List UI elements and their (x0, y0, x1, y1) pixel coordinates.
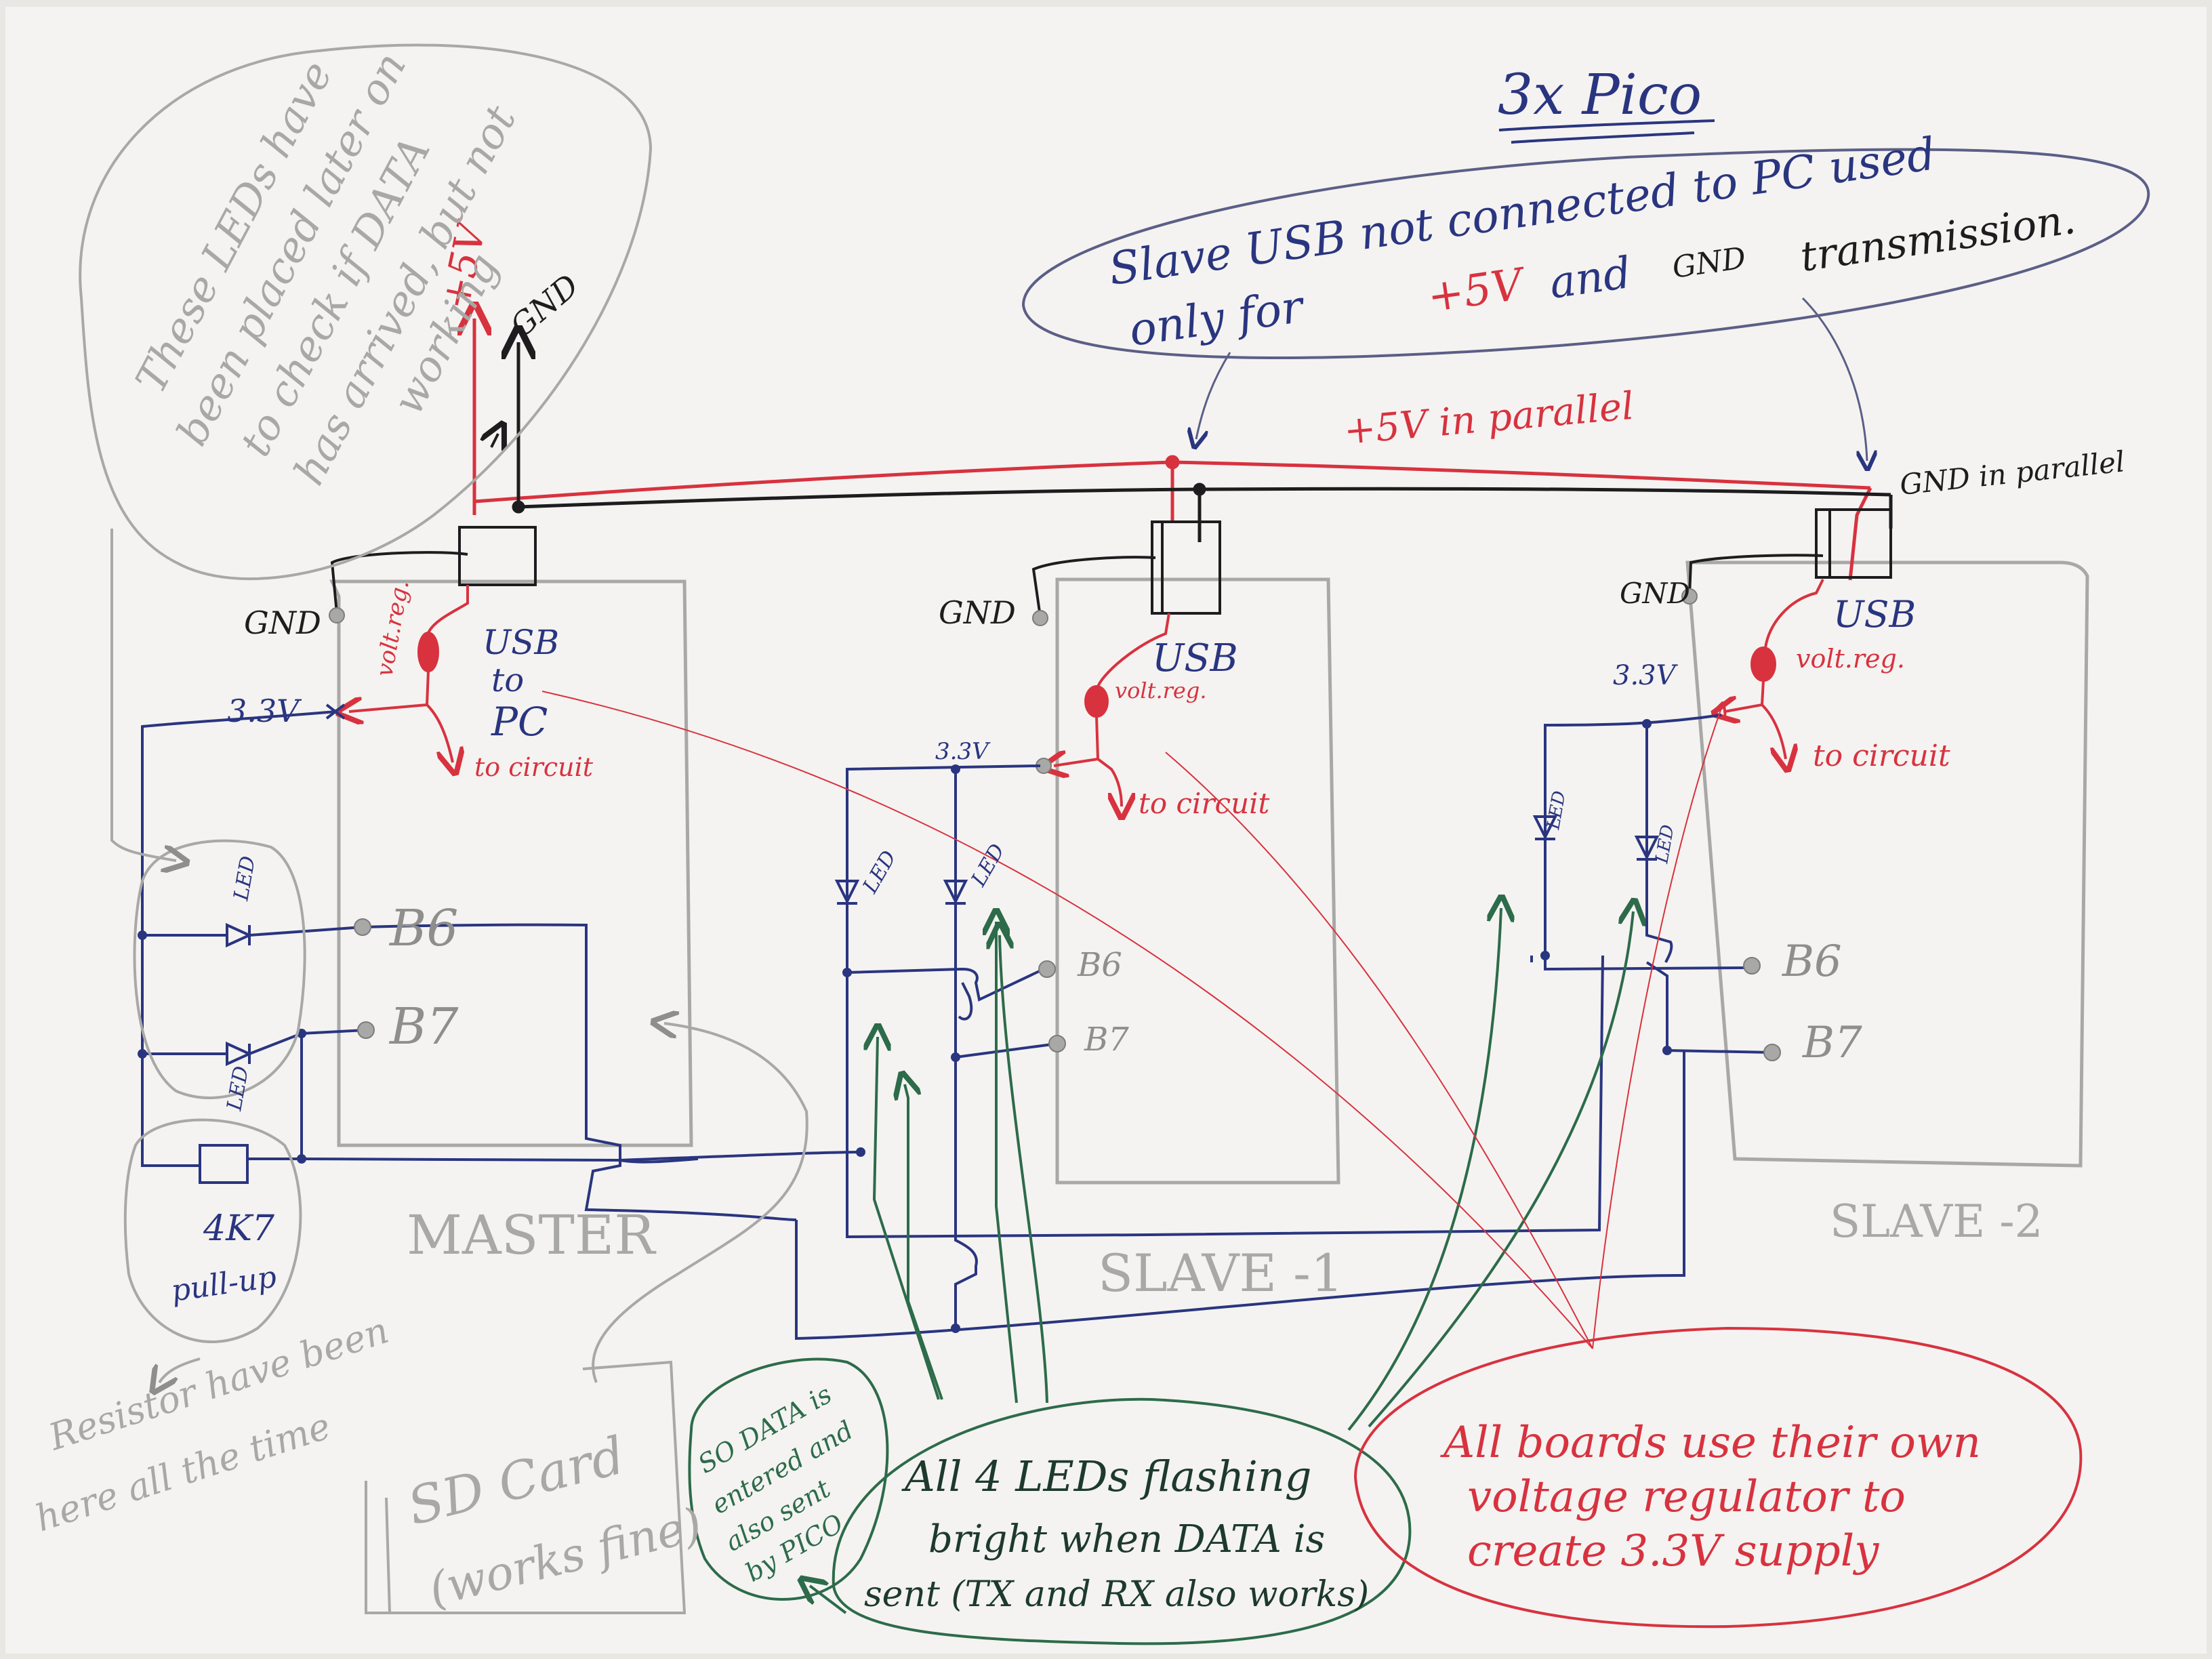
svg-text:create 3.3V supply: create 3.3V supply (1467, 1526, 1879, 1576)
slave1-board-label: SLAVE -1 (1098, 1243, 1343, 1303)
led-cluster-bubble (133, 839, 306, 1099)
slave2-board-outline (1685, 560, 2089, 1168)
slave1-usb-connector (1151, 520, 1221, 615)
svg-text:voltage regulator to: voltage regulator to (1467, 1472, 1906, 1522)
svg-text:sent (TX and RX also works): sent (TX and RX also works) (864, 1574, 1369, 1615)
gnd-leads (330, 551, 1824, 617)
slave1-b7-label: B7 (1084, 1021, 1129, 1059)
slave2-regulator (1750, 647, 1776, 682)
resistor-bubble (123, 1118, 302, 1343)
slave1-v33-label: 3.3V (935, 738, 991, 765)
leds-flashing-note: All 4 LEDs flashing bright when DATA is … (864, 1452, 1369, 1615)
master-board-label: MASTER (407, 1204, 657, 1267)
plus5v-bus (474, 319, 1872, 581)
gnd-pins (329, 588, 1698, 626)
master-b6-label: B6 (388, 899, 458, 958)
usb-connectors (458, 508, 1892, 615)
slave1-usb-label: USB (1152, 636, 1238, 680)
leds-note-bubble (79, 43, 653, 581)
master-gnd-label: GND (244, 605, 321, 641)
slave2-board-label: SLAVE -2 (1830, 1195, 2043, 1248)
title-underline (1498, 119, 1715, 144)
regulator-note: All boards use their own voltage regulat… (1440, 1418, 1981, 1576)
svg-text:All 4 LEDs flashing: All 4 LEDs flashing (901, 1452, 1311, 1501)
master-to-circuit-label: to circuit (474, 752, 594, 782)
slave2-to-circuit-label: to circuit (1813, 739, 1950, 773)
data-pins (354, 918, 1781, 1061)
svg-text:bright when DATA is: bright when DATA is (928, 1517, 1325, 1561)
slave1-volt-reg-label: volt.reg. (1115, 678, 1207, 703)
title-group: 3x Pico (1498, 63, 1715, 144)
sd-card-outline (365, 1360, 687, 1614)
master-usb-label: USB (483, 623, 559, 662)
master-b7-label: B7 (388, 998, 458, 1056)
master-usb-to-label: to (491, 661, 524, 699)
master-regulator (417, 632, 439, 672)
so-data-bubble (688, 1357, 889, 1601)
slave1-gnd-label: GND (939, 594, 1016, 631)
slave2-b6-label: B6 (1782, 937, 1842, 987)
slave-usb-bubble (1021, 148, 2150, 359)
slave-usb-arrows (1196, 297, 1867, 461)
page-title: 3x Pico (1498, 63, 1702, 127)
green-annotations (688, 908, 1633, 1645)
regulator-wiring (349, 579, 1824, 806)
svg-text:All boards use their own: All boards use their own (1440, 1418, 1981, 1468)
leds-flashing-bubble (832, 1397, 1412, 1645)
led-symbols (226, 815, 1660, 1067)
svg-text:and: and (1547, 248, 1634, 309)
slave2-b7-label: B7 (1802, 1018, 1862, 1068)
slave1-to-circuit-label: to circuit (1139, 787, 1270, 820)
blue-junctions (138, 719, 1672, 1333)
paper (5, 7, 2207, 1654)
pencil-annotations (79, 43, 808, 1614)
slave1-b6-label: B6 (1077, 946, 1122, 984)
pullup-resistor (199, 1144, 249, 1184)
slave2-gnd-label: GND (1620, 577, 1690, 610)
slave1-board-outline (1055, 577, 1340, 1185)
slave2-usb-connector (1815, 508, 1892, 579)
slave2-usb-label: USB (1833, 593, 1916, 636)
plus5v-parallel-arrow (491, 434, 498, 447)
regulator-note-bubble (1353, 1326, 2083, 1629)
slave2-v33-label: 3.3V (1613, 660, 1679, 691)
master-usb-connector (458, 526, 537, 586)
master-usb-pc-label: PC (491, 699, 548, 745)
slave1-regulator (1084, 685, 1109, 718)
master-v33-label: 3.3V (227, 693, 302, 729)
resistor-value-label: 4K7 (203, 1208, 275, 1249)
regulator-note-annotations (541, 691, 2083, 1629)
slave2-volt-reg-label: volt.reg. (1796, 644, 1905, 674)
